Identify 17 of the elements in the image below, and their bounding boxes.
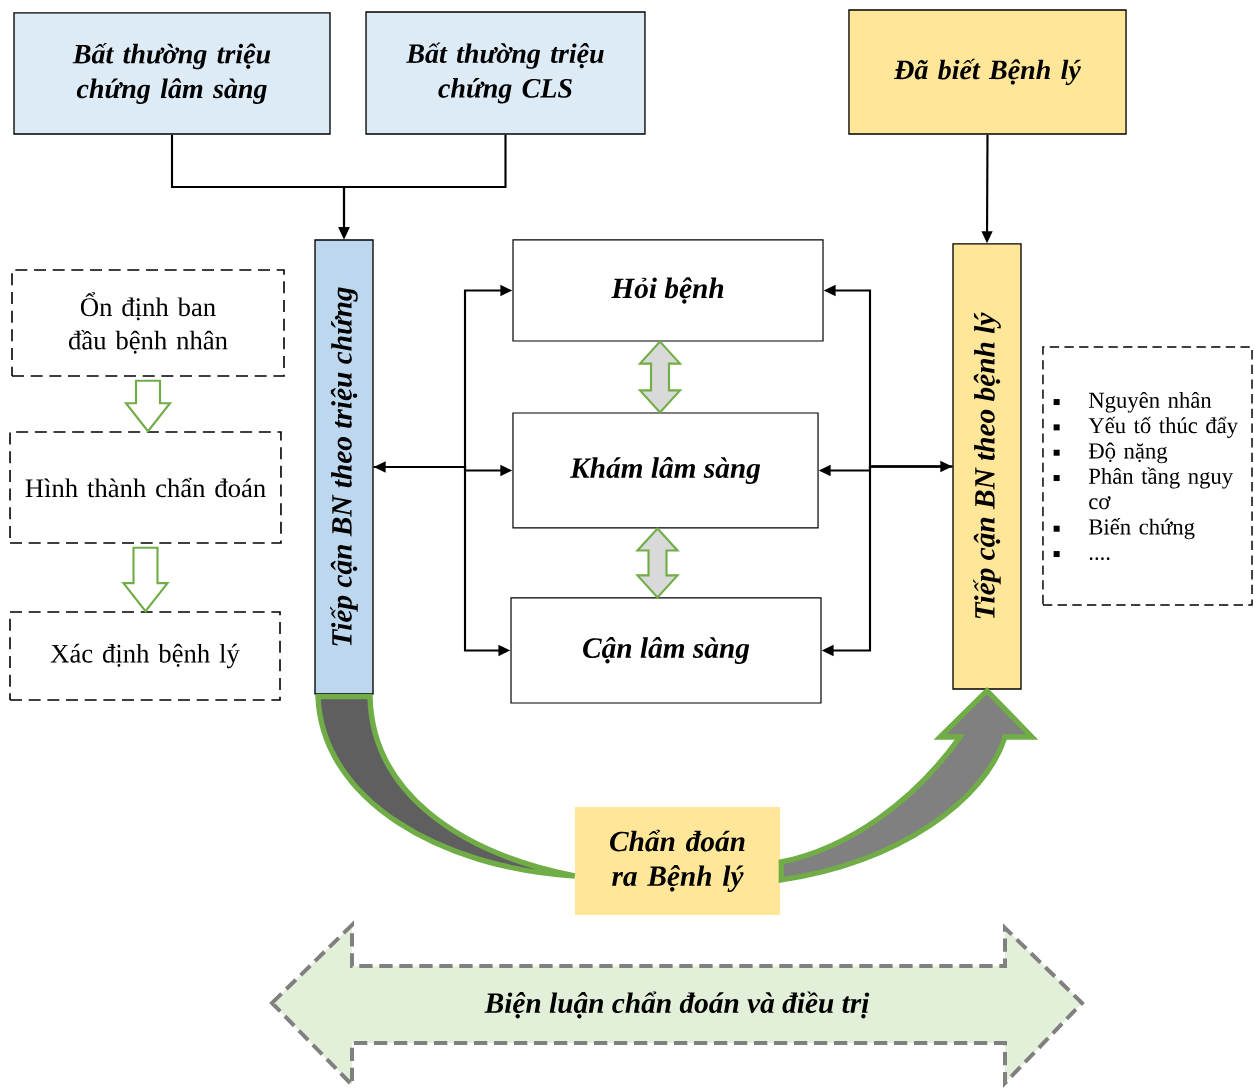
diagnosis-box: Chẩn đoán ra Bệnh lý [574,807,781,915]
exam-box: Khám lâm sàng [512,412,819,529]
block-arrow [123,379,173,433]
exam-box: Cận lâm sàng [510,597,822,704]
finding-box: Bất thường triệu chứng CLS [365,11,646,135]
known-disease-box: Đã biết Bệnh lý [848,9,1127,135]
exam-box: Hỏi bệnh [512,239,824,342]
block-arrow [637,340,683,414]
step-box: Ổn định ban đầu bệnh nhân [11,269,285,377]
approach-bar: Tiếp cận BN theo bệnh lý [952,243,1022,690]
bullet-list-box: Nguyên nhân Yếu tố thúc đẩy Độ nặng Phân tầng nguy cơ Biến chứng .... [1042,346,1253,606]
block-arrow [121,546,170,613]
finding-box: Bất thường triệu chứng lâm sàng [13,12,331,135]
curved-arrow [315,694,578,879]
approach-bar: Tiếp cận BN theo triệu chứng [314,239,374,695]
step-box: Xác định bệnh lý [9,611,281,701]
step-box: Hình thành chẩn đoán [9,431,282,544]
